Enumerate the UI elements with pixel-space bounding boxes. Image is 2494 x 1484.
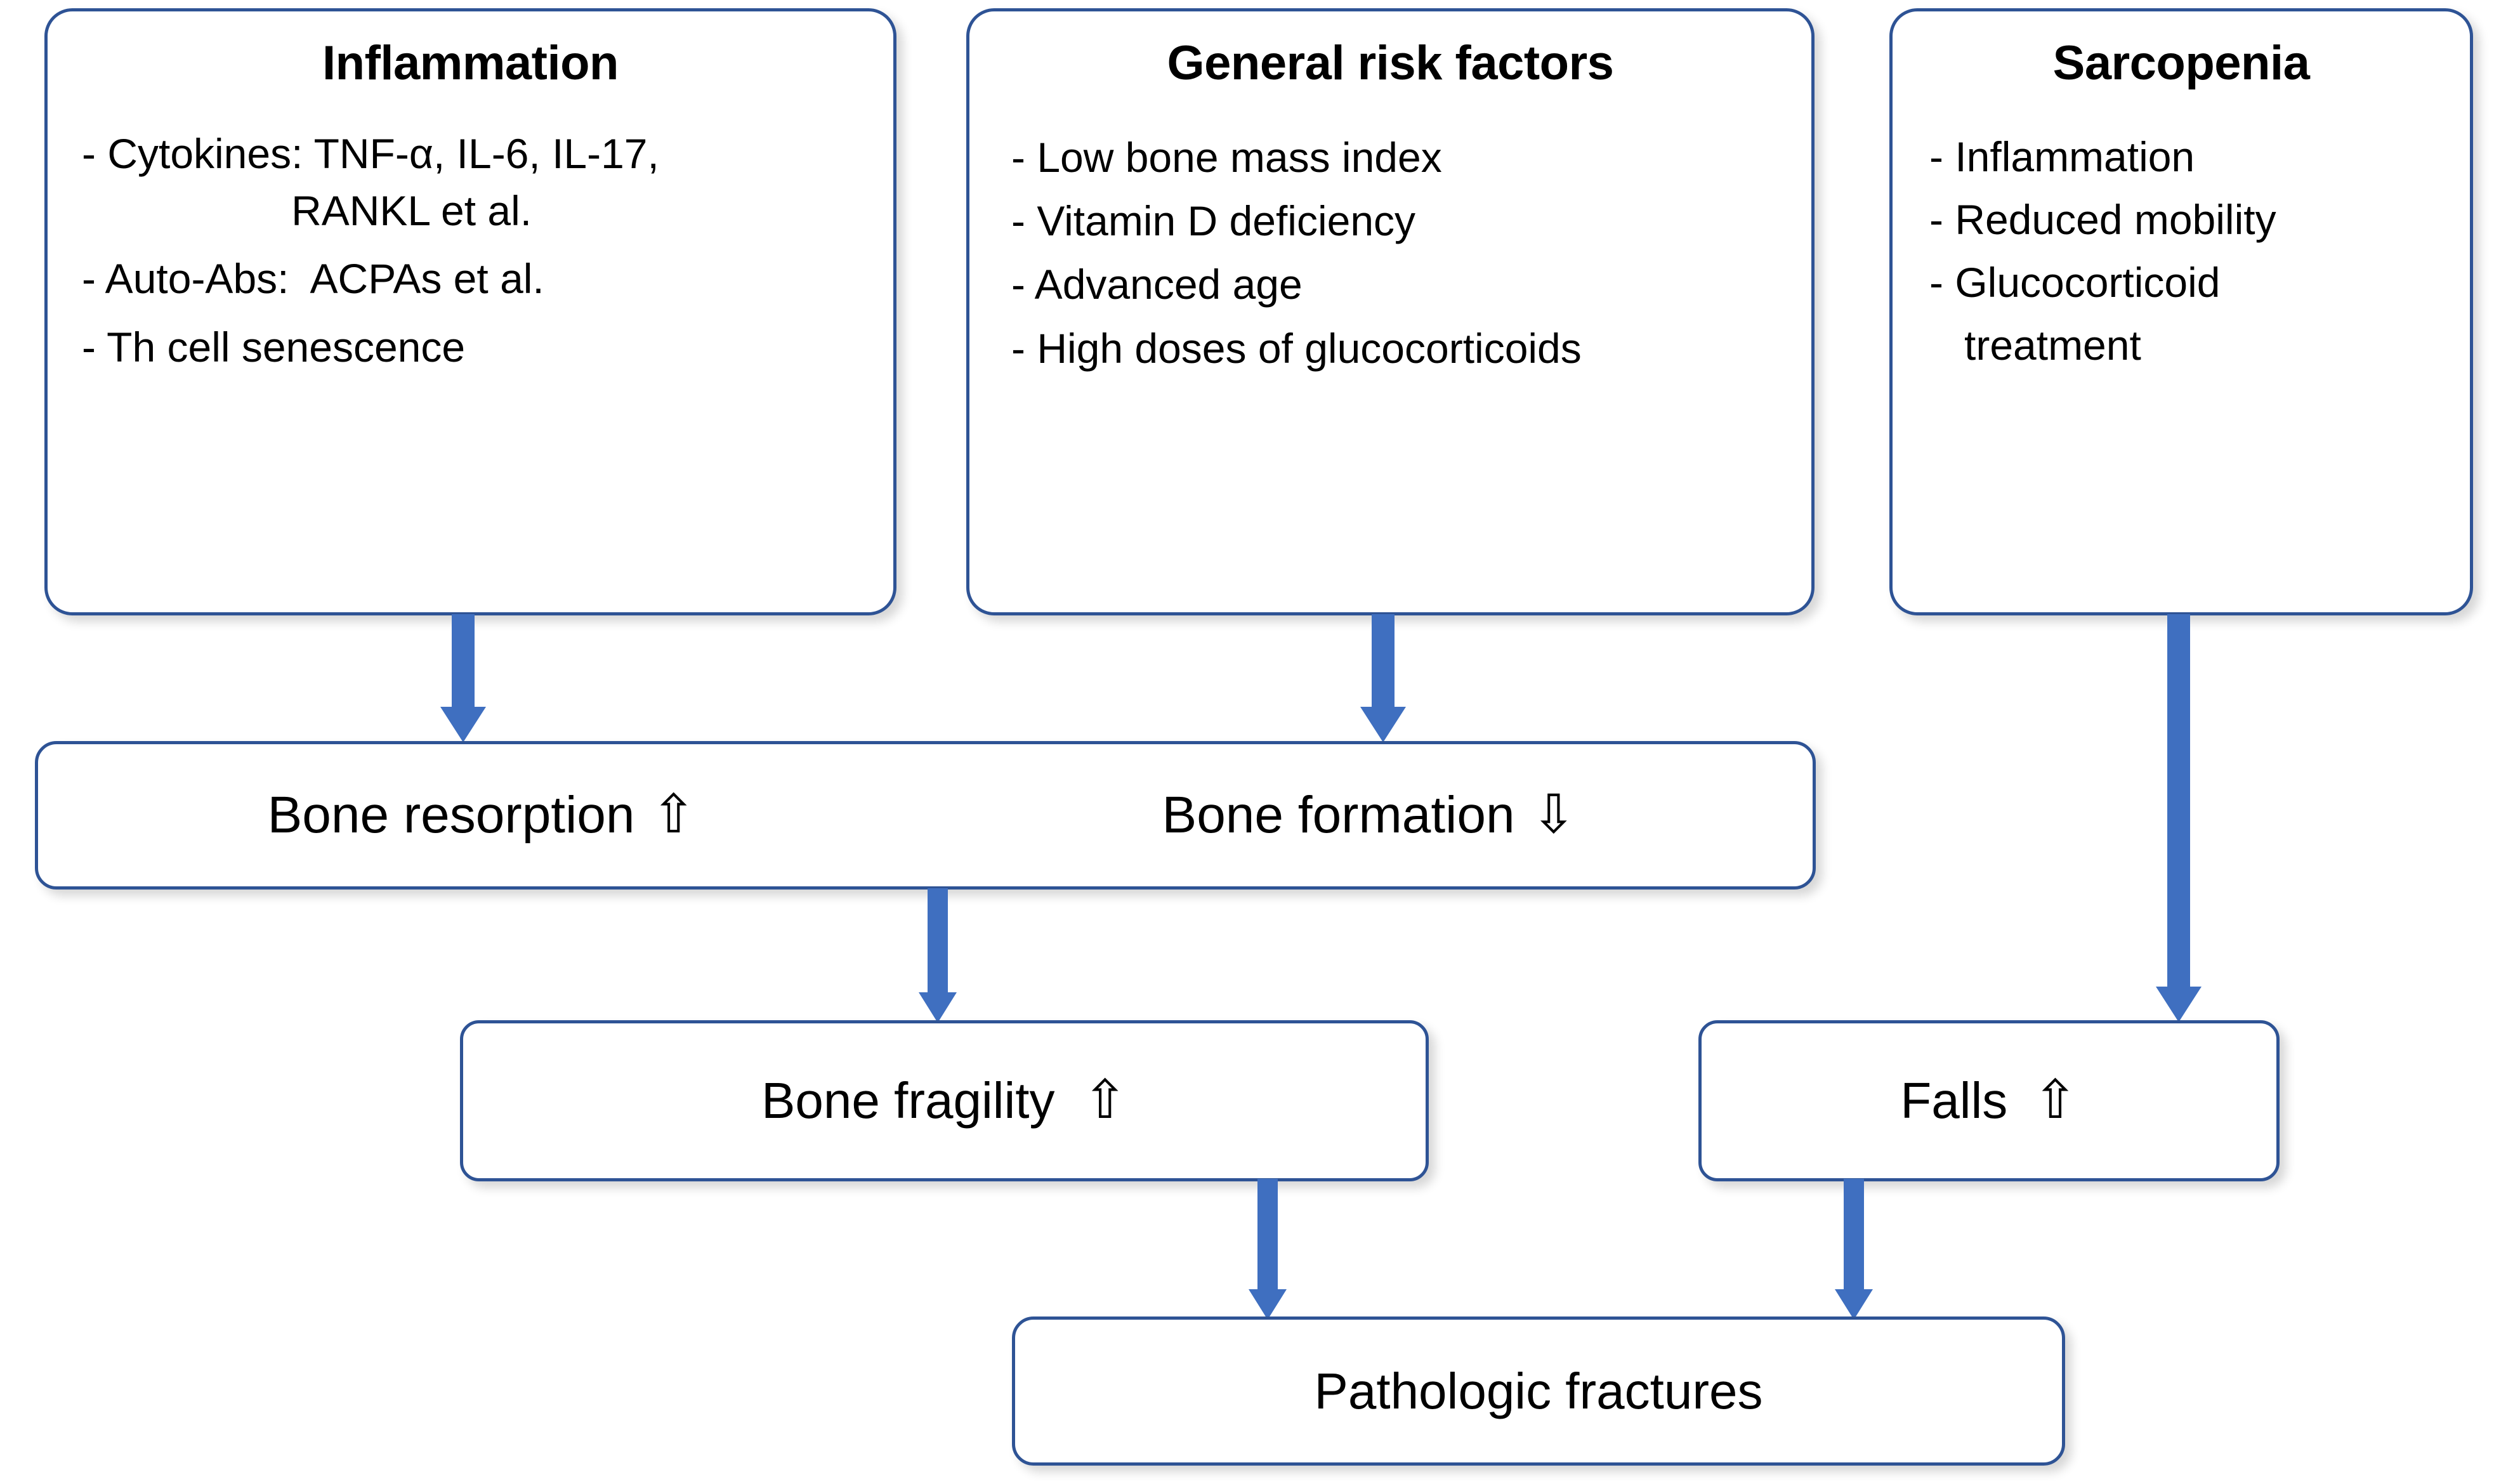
bullet-item: RANKL et al. xyxy=(82,187,532,234)
node-falls[interactable]: Falls ⇧ xyxy=(1698,1020,2280,1181)
arrow-shaft xyxy=(1372,614,1395,711)
bullet-item: - Auto-Abs: ACPAs et al. xyxy=(82,255,544,303)
bullet-item: treatment xyxy=(1929,321,2141,369)
arrow-head xyxy=(1360,707,1406,742)
bullet-item: - Glucocorticoid xyxy=(1929,258,2221,306)
arrow-up-icon: ⇧ xyxy=(651,784,696,844)
bullet-item: - Low bone mass index xyxy=(1011,133,1442,181)
pathologic-fractures-label: Pathologic fractures xyxy=(1314,1362,1762,1421)
node-general-risk-factors-title: General risk factors xyxy=(1167,36,1614,90)
arrow-shaft xyxy=(1257,1179,1278,1290)
falls-text: Falls xyxy=(1900,1072,2008,1129)
arrow-head xyxy=(2156,987,2202,1022)
arrow-shaft xyxy=(2167,614,2190,988)
bullet-item: - High doses of glucocorticoids xyxy=(1011,324,1582,372)
arrow-head xyxy=(1249,1289,1287,1320)
pathologic-fractures-text: Pathologic fractures xyxy=(1314,1362,1763,1419)
arrow-down-icon: ⇩ xyxy=(1531,784,1576,844)
arrow-falls-to-pathologic-fractures xyxy=(1835,1179,1873,1320)
arrow-bone-fragility-to-pathologic-fractures xyxy=(1249,1179,1287,1320)
arrow-shaft xyxy=(452,614,475,711)
arrow-up-icon: ⇧ xyxy=(2033,1070,2078,1129)
bone-formation-label: Bone formation ⇩ xyxy=(926,785,1813,845)
node-general-risk-factors[interactable]: General risk factors - Low bone mass ind… xyxy=(966,8,1815,615)
arrow-head xyxy=(919,992,957,1023)
node-pathologic-fractures[interactable]: Pathologic fractures xyxy=(1012,1317,2065,1466)
arrow-head xyxy=(1835,1289,1873,1320)
arrow-head xyxy=(440,707,486,742)
node-inflammation[interactable]: Inflammation - Cytokines: TNF-α, IL-6, I… xyxy=(44,8,896,615)
arrow-risk-factors-to-bone-turnover xyxy=(1360,614,1406,742)
node-bone-turnover-bar[interactable]: Bone resorption ⇧ Bone formation ⇩ xyxy=(35,741,1816,890)
arrow-bone-turnover-to-bone-fragility xyxy=(919,888,957,1023)
node-sarcopenia[interactable]: Sarcopenia - Inflammation - Reduced mobi… xyxy=(1889,8,2473,615)
bullet-item: - Advanced age xyxy=(1011,261,1303,308)
bullet-item: - Cytokines: TNF-α, IL-6, IL-17, xyxy=(82,129,659,177)
bullet-item: - Inflammation xyxy=(1929,133,2195,180)
node-bone-fragility[interactable]: Bone fragility ⇧ xyxy=(460,1020,1429,1181)
bone-fragility-label: Bone fragility ⇧ xyxy=(761,1072,1127,1130)
bone-fragility-text: Bone fragility xyxy=(761,1072,1055,1129)
bone-formation-text: Bone formation xyxy=(1162,786,1515,844)
node-sarcopenia-title: Sarcopenia xyxy=(2052,36,2310,90)
bullet-item: - Reduced mobility xyxy=(1929,195,2276,243)
arrow-inflammation-to-bone-turnover xyxy=(440,614,486,742)
arrow-up-icon: ⇧ xyxy=(1082,1070,1127,1129)
node-inflammation-title: Inflammation xyxy=(322,36,619,90)
bullet-item: - Vitamin D deficiency xyxy=(1011,197,1416,245)
node-inflammation-bullets: - Cytokines: TNF-α, IL-6, IL-17, RANKL e… xyxy=(48,126,893,376)
bone-resorption-label: Bone resorption ⇧ xyxy=(38,785,926,845)
node-general-risk-factors-bullets: - Low bone mass index - Vitamin D defici… xyxy=(969,126,1811,380)
arrow-sarcopenia-to-falls xyxy=(2156,614,2202,1022)
falls-label: Falls ⇧ xyxy=(1900,1072,2077,1130)
arrow-shaft xyxy=(1844,1179,1864,1290)
node-sarcopenia-bullets: - Inflammation - Reduced mobility - Gluc… xyxy=(1893,126,2470,377)
arrow-shaft xyxy=(928,888,948,994)
bone-resorption-text: Bone resorption xyxy=(267,786,635,844)
bullet-item: - Th cell senescence xyxy=(82,324,466,371)
